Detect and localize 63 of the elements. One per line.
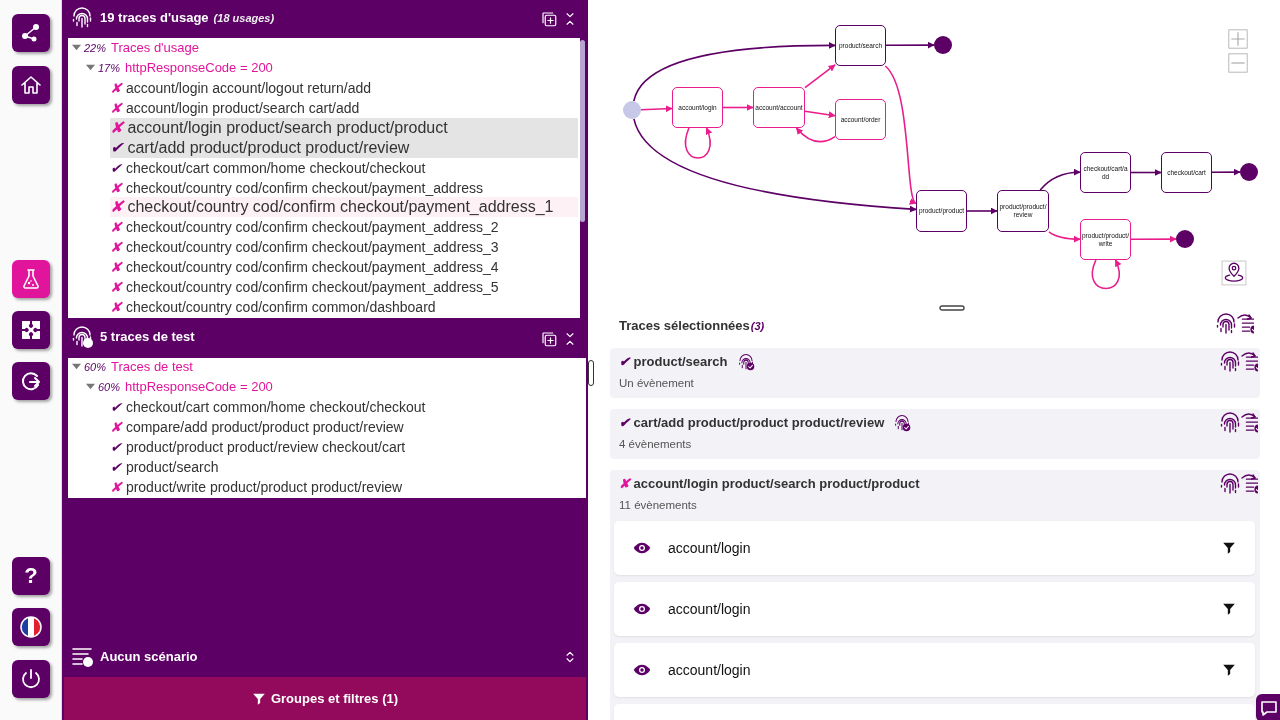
event-count: 4 évènements xyxy=(619,437,692,452)
selection-count: (3) xyxy=(750,319,765,334)
state-circle xyxy=(623,101,641,119)
usage-count: (18 usages) xyxy=(213,11,275,26)
trace-item: ✘ checkout/country cod/confirm checkout/payment_address_1 xyxy=(110,197,578,218)
arrow xyxy=(804,110,836,119)
arrow xyxy=(1130,235,1177,243)
trace-item: ✘ account/login product/search product/product xyxy=(110,117,578,138)
section-title: Traces sélectionnées xyxy=(619,317,750,335)
filter-label: httpResponseCode = 200 xyxy=(125,378,273,396)
arrow xyxy=(884,65,917,205)
trace-item: ✘ checkout/country cod/confirm checkout/payment_address xyxy=(110,178,484,198)
trace-item: ✔ checkout/cart common/home checkout/checkout xyxy=(110,398,426,417)
event-count: 11 évènements xyxy=(619,498,697,513)
arrow xyxy=(684,127,712,159)
arrow xyxy=(966,207,998,215)
state-circle xyxy=(1240,163,1258,181)
arrow xyxy=(795,127,836,143)
filter-label: httpResponseCode = 200 xyxy=(125,59,273,77)
arrow xyxy=(640,105,673,113)
arrow xyxy=(1130,169,1162,176)
group-label: Traces de test xyxy=(111,358,193,376)
event-name: account/login xyxy=(668,662,751,678)
trace-item: ✘ checkout/country cod/confirm checkout/payment_address_3 xyxy=(110,238,499,258)
trace-item: ✘ checkout/country cod/confirm checkout/payment_address_4 xyxy=(110,258,499,278)
event-name: account/login xyxy=(668,540,751,556)
trace-item: ✘ account/login account/logout return/add xyxy=(110,79,372,98)
trace-item: ✘ checkout/country cod/confirm checkout/payment_address_2 xyxy=(110,218,499,238)
panel-title: 19 traces d'usage xyxy=(100,9,209,27)
arrow xyxy=(1091,259,1121,290)
event-count: Un évènement xyxy=(619,376,694,391)
percentage: 22% xyxy=(84,41,107,56)
filters-button: Groupes et filtres (1) xyxy=(64,677,586,720)
arrow xyxy=(633,41,836,102)
arrow xyxy=(804,64,836,89)
arrow xyxy=(1048,231,1081,243)
state-circle xyxy=(1176,230,1194,248)
percentage: 60% xyxy=(84,360,107,375)
arrow xyxy=(1211,168,1241,176)
arrow xyxy=(722,104,754,111)
help-button: ? xyxy=(12,557,50,595)
trace-item: ✘ checkout/country cod/confirm checkout/payment_address_5 xyxy=(110,278,499,297)
arrow xyxy=(885,41,935,49)
trace-item: ✔ product/search xyxy=(110,458,219,477)
trace-item: ✔ cart/add product/product product/review xyxy=(110,137,578,158)
group-label: Traces d'usage xyxy=(111,39,200,57)
trace-title: ✔ product/search xyxy=(619,353,728,371)
arrow xyxy=(633,118,917,213)
percentage: 60% xyxy=(98,380,121,395)
trace-title: ✔ cart/add product/product product/review xyxy=(619,414,885,432)
trace-item: ✔ checkout/cart common/home checkout/checkout xyxy=(110,158,426,178)
panel-title: 5 traces de test xyxy=(100,328,195,346)
trace-item: ✘ product/write product/product product/review xyxy=(110,478,403,497)
scenario-label: Aucun scénario xyxy=(100,648,198,666)
trace-item: ✔ product/product product/review checkout/cart xyxy=(110,438,406,457)
state-circle xyxy=(934,36,952,54)
trace-item: ✘ compare/add product/product product/review xyxy=(110,418,404,437)
trace-title: ✘ account/login product/search product/product xyxy=(619,475,920,493)
event-name: account/login xyxy=(668,601,751,617)
trace-item: ✘ checkout/country cod/confirm common/dashboard xyxy=(110,297,436,317)
trace-item: ✘ account/login product/search cart/add xyxy=(110,98,360,118)
arrow xyxy=(1039,168,1081,191)
percentage: 17% xyxy=(98,61,121,76)
